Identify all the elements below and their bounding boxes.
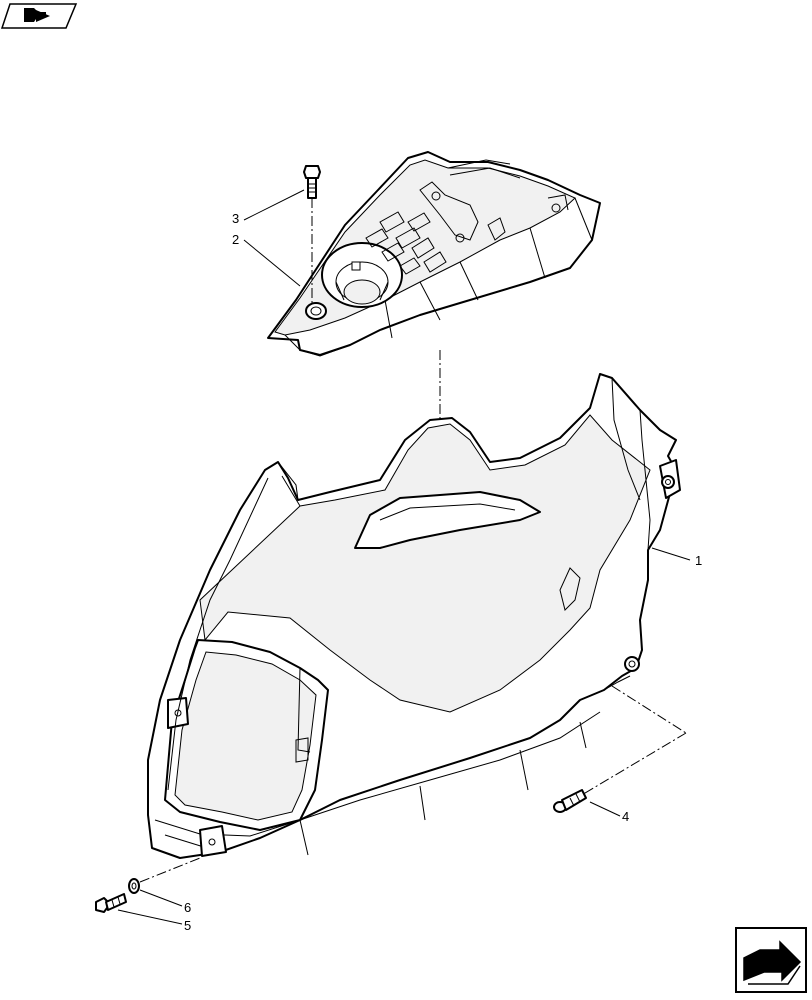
callout-4: 4 [622,809,629,824]
centerline-bolt-5 [139,857,201,883]
leader-5 [117,909,183,925]
callout-1: 1 [695,553,702,568]
centerline-bolt-4-b [579,732,687,797]
next-page-arrow-icon[interactable] [735,927,807,993]
leader-3 [243,189,305,221]
leader-6 [139,889,183,907]
callout-6: 6 [184,900,191,915]
lower-housing [147,373,681,859]
book-arrow-icon[interactable] [0,3,78,29]
callout-5: 5 [184,918,191,933]
centerline-bolt-4-a [611,685,687,734]
upper-cover-panel [267,151,601,357]
callout-2: 2 [232,232,239,247]
bolt-item-4 [553,789,587,813]
leader-4 [589,801,621,817]
leader-1 [651,547,691,561]
callout-3: 3 [232,211,239,226]
washer-item-6 [128,878,140,894]
leader-2 [243,239,301,287]
bolt-item-3 [303,165,321,199]
bolt-item-5 [95,893,127,913]
